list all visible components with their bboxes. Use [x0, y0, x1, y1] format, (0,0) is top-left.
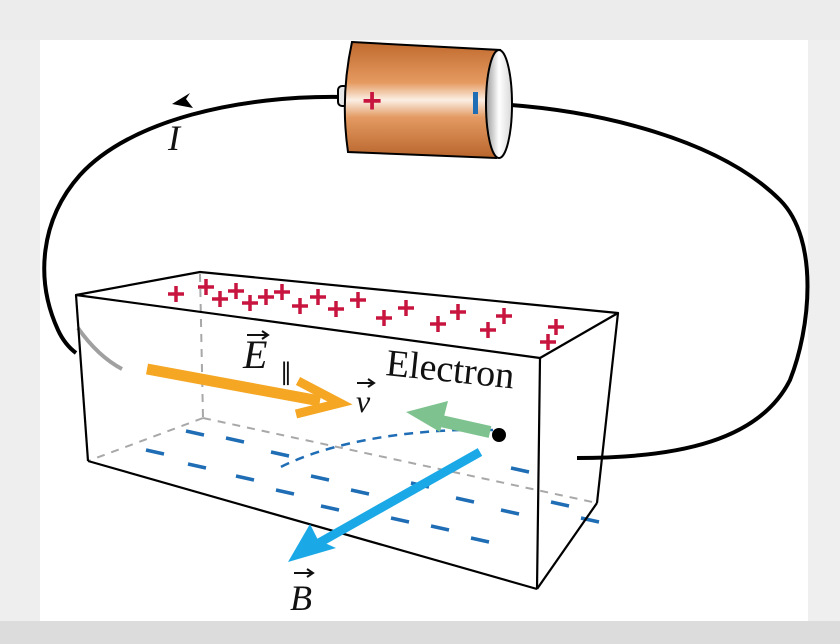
positive-charge	[398, 300, 414, 316]
battery-positive-label: +	[362, 82, 382, 120]
battery-cap	[485, 49, 513, 159]
electric-field-label: E	[242, 332, 267, 377]
positive-charge	[450, 304, 466, 320]
magnetic-field-label: B	[290, 578, 312, 618]
battery-body	[343, 40, 502, 160]
positive-surface-charges	[168, 279, 564, 350]
negative-charge	[470, 536, 490, 544]
negative-charge	[500, 508, 520, 516]
negative-charge	[225, 436, 245, 444]
electron-dot	[492, 428, 506, 442]
positive-charge	[228, 283, 244, 299]
positive-charge	[198, 279, 214, 295]
negative-charge	[455, 496, 475, 504]
negative-charge	[235, 474, 255, 482]
negative-charge	[510, 466, 530, 474]
negative-charge	[187, 462, 207, 470]
battery-negative-label	[473, 92, 478, 114]
negative-charge	[350, 488, 370, 496]
negative-charge	[145, 448, 165, 456]
electric-field-arrow	[145, 363, 353, 419]
positive-charge	[292, 298, 308, 314]
positive-charge	[350, 292, 366, 308]
negative-surface-charges	[145, 429, 600, 544]
positive-charge	[310, 289, 326, 305]
current-label: I	[167, 118, 182, 158]
positive-charge	[242, 295, 258, 311]
wire-left-inside	[76, 326, 123, 371]
wire-right	[495, 102, 810, 460]
conductor-box	[74, 270, 620, 591]
negative-charge	[310, 474, 330, 482]
positive-charge	[480, 322, 496, 338]
electric-field-subscript: ∥	[280, 360, 292, 386]
electron-label: Electron	[384, 342, 516, 397]
negative-charge	[580, 516, 600, 524]
positive-charge	[376, 310, 392, 326]
current-arrow-icon	[172, 93, 193, 108]
negative-charge	[185, 429, 205, 437]
background-top	[0, 0, 840, 40]
negative-charge	[275, 488, 295, 496]
magnetic-field-arrow	[288, 448, 483, 562]
negative-charge	[270, 450, 290, 458]
negative-charge	[430, 524, 450, 532]
positive-charge	[540, 334, 556, 350]
negative-charge	[390, 516, 410, 524]
background-left	[0, 40, 40, 621]
wire-left	[42, 94, 345, 355]
electric-field-vector-icon	[247, 330, 270, 340]
velocity-vector-icon	[357, 378, 376, 388]
conductor-hidden-edges	[87, 273, 598, 504]
velocity-arrow	[406, 401, 492, 438]
positive-charge	[430, 316, 446, 332]
positive-charge	[274, 284, 290, 300]
electron-trajectory	[274, 428, 494, 472]
positive-charge	[548, 319, 564, 335]
positive-charge	[258, 289, 274, 305]
positive-charge	[212, 291, 228, 307]
background-right	[808, 40, 840, 621]
negative-charge	[320, 504, 340, 512]
velocity-label: v	[356, 383, 371, 419]
positive-charge	[328, 301, 344, 317]
negative-charge	[550, 500, 570, 508]
battery: +	[337, 40, 513, 160]
positive-charge	[496, 308, 512, 324]
positive-charge	[168, 286, 184, 302]
magnetic-field-vector-icon	[294, 568, 315, 578]
